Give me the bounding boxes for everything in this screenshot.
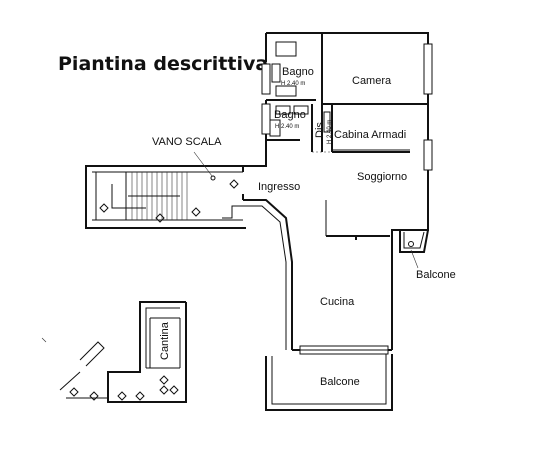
side-balcony: [399, 229, 429, 269]
label-cabina-armadi: Cabina Armadi: [334, 129, 406, 141]
label-bagno-2: Bagno: [274, 109, 306, 121]
room-labels: Bagno H 2.40 m Camera Bagno H 2.40 m Dis…: [152, 66, 456, 388]
bottom-balcony: [265, 354, 393, 411]
label-vano-scala: VANO SCALA: [152, 136, 222, 148]
label-dis: Dis.: [314, 119, 326, 138]
plan-title: Piantina descrittiva: [58, 53, 268, 75]
label-soggiorno: Soggiorno: [357, 171, 407, 183]
windows: [261, 43, 433, 355]
label-balcone-bottom: Balcone: [320, 376, 360, 388]
cantina-block: [41, 301, 187, 403]
label-ingresso: Ingresso: [258, 181, 300, 193]
label-balcone-side: Balcone: [416, 269, 456, 281]
stairwell: [85, 151, 246, 229]
label-cucina: Cucina: [320, 296, 355, 308]
label-camera: Camera: [352, 75, 392, 87]
internal-walls: [266, 33, 428, 240]
label-dis-height: H 2.40 m: [327, 120, 333, 144]
label-bagno-1: Bagno: [282, 66, 314, 78]
label-bagno-2-height: H 2.40 m: [275, 124, 299, 130]
label-bagno-1-height: H 2.40 m: [281, 81, 305, 87]
label-cantina: Cantina: [159, 321, 171, 360]
